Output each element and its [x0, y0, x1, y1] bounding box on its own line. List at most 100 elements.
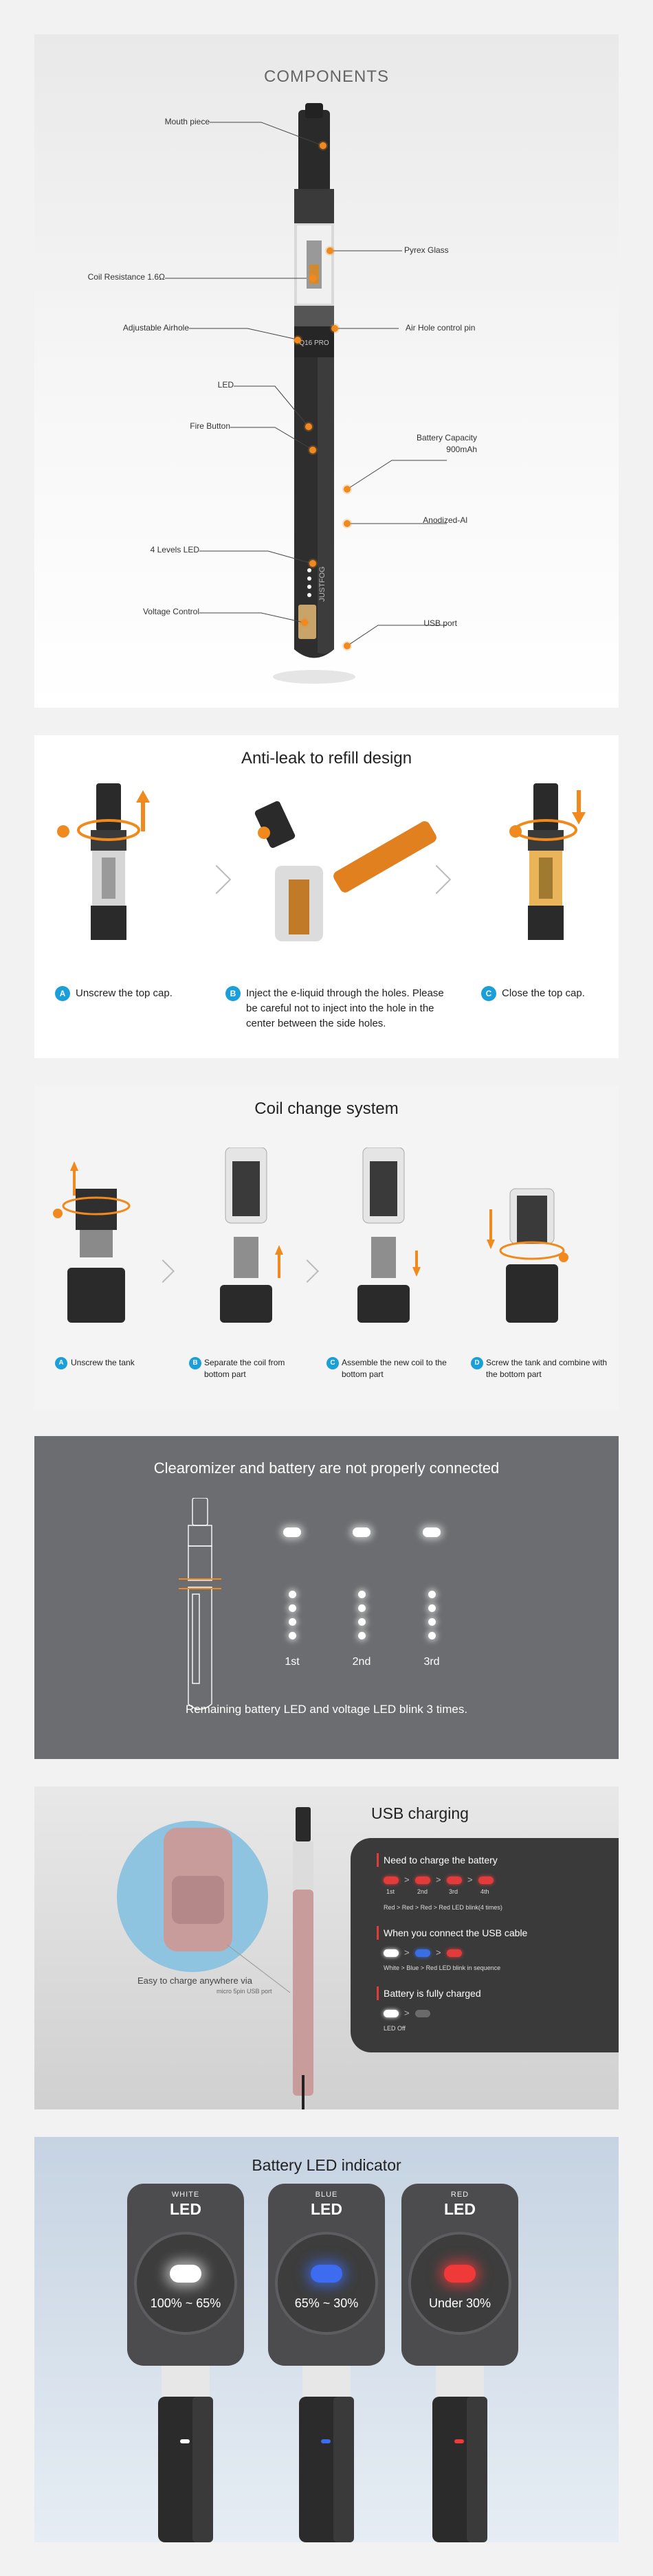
led-label: LED: [170, 2200, 201, 2218]
led-glow-blue: [311, 2265, 342, 2283]
need-seq: Red > Red > Red > Red LED blink(4 times): [384, 1904, 502, 1911]
coil-illustration: [53, 1147, 568, 1323]
step-text: Screw the tank and combine with the bott…: [486, 1358, 608, 1379]
antileak-illustration: [57, 783, 586, 941]
column-label-1st: 1st: [285, 1656, 300, 1668]
step-badge: A: [55, 1357, 67, 1369]
led-top-1st: [283, 1527, 301, 1537]
device-illustration: Q16 PRO JUSTFOG: [165, 103, 447, 684]
led-col3-1: [428, 1591, 436, 1598]
antileak-step-a: A Unscrew the top cap.: [55, 986, 213, 1001]
usb-illustration: [117, 1807, 313, 2109]
step-badge: B: [189, 1357, 201, 1369]
led-range: Under 30%: [428, 2296, 491, 2310]
label-battery-capacity-2: 900mAh: [446, 445, 477, 454]
red-led-3: [447, 1877, 462, 1884]
connect-title: When you connect the USB cable: [384, 1927, 528, 1938]
led-col2-1: [358, 1591, 366, 1598]
label-fire-button: Fire Button: [190, 421, 230, 431]
dot-airhole: [294, 337, 301, 344]
step-text: Unscrew the top cap.: [76, 987, 173, 999]
led-label: LED: [311, 2200, 342, 2218]
led-top-3rd: [423, 1527, 441, 1537]
led-range: 65% ~ 30%: [294, 2296, 359, 2310]
model-mark: Q16 PRO: [299, 339, 329, 347]
usb-section: USB charging Easy to charge anywhere via…: [34, 1787, 619, 2109]
led-circle: Under 30%: [408, 2232, 511, 2335]
off-led: [415, 2010, 430, 2017]
step-text: Close the top cap.: [502, 987, 585, 999]
blue-led: [415, 1949, 430, 1957]
dot-voltage: [301, 619, 308, 626]
label-adjustable-airhole: Adjustable Airhole: [122, 323, 189, 333]
led-col3-4: [428, 1632, 436, 1639]
need-step-3: 3rd: [449, 1888, 458, 1895]
led-col2-2: [358, 1604, 366, 1612]
label-anodized-al: Anodized-Al: [423, 515, 467, 525]
label-voltage-control: Voltage Control: [142, 607, 199, 616]
led-card-blue: BLUE LED 65% ~ 30%: [268, 2184, 385, 2366]
label-pyrex-glass: Pyrex Glass: [404, 245, 449, 255]
dot-coil: [309, 275, 316, 282]
red-led-4: [478, 1877, 494, 1884]
step-badge: C: [326, 1357, 339, 1369]
led-card-white: WHITE LED 100% ~ 65%: [127, 2184, 244, 2366]
antileak-title: Anti-leak to refill design: [241, 749, 412, 768]
dot-fire-button: [309, 447, 316, 453]
antileak-step-c: C Close the top cap.: [481, 986, 619, 1001]
led-col1-1: [289, 1591, 296, 1598]
led-col1-4: [289, 1632, 296, 1639]
led-col2-4: [358, 1632, 366, 1639]
usb-status-card: Need to charge the battery > > > 1st 2nd…: [351, 1838, 619, 2052]
dot-anodized: [344, 520, 351, 527]
need-step-2: 2nd: [417, 1888, 428, 1895]
device-outline-illustration: [179, 1498, 221, 1710]
full-title: Battery is fully charged: [384, 1988, 481, 1999]
led-glow-red: [444, 2265, 476, 2283]
battery-led-title: Battery LED indicator: [252, 2156, 401, 2174]
led-col3-3: [428, 1618, 436, 1626]
need-charge-title: Need to charge the battery: [384, 1855, 498, 1866]
arrow-right-icon: >: [467, 1874, 473, 1885]
connection-caption: Remaining battery LED and voltage LED bl…: [185, 1703, 468, 1716]
step-text: Unscrew the tank: [71, 1358, 135, 1367]
need-step-1: 1st: [386, 1888, 395, 1895]
accent-bar: [377, 1926, 379, 1940]
dot-air-pin: [331, 325, 338, 332]
led-col2-3: [358, 1618, 366, 1626]
step-text: Inject the e-liquid through the holes. P…: [246, 987, 444, 1029]
label-battery-capacity-1: Battery Capacity: [416, 433, 477, 443]
step-badge: A: [55, 986, 70, 1001]
label-coil-resistance: Coil Resistance 1.6Ω: [87, 272, 165, 282]
led-circle: 65% ~ 30%: [275, 2232, 378, 2335]
need-step-4: 4th: [480, 1888, 489, 1895]
dot-battery: [344, 486, 351, 493]
led-glow-white: [170, 2265, 201, 2283]
dot-usb: [344, 642, 351, 649]
step-badge: D: [471, 1357, 483, 1369]
led-label: LED: [444, 2200, 476, 2218]
usb-side-subtext: micro 5pin USB port: [217, 1988, 272, 1995]
label-led: LED: [217, 380, 234, 390]
dot-levels-led: [309, 560, 316, 567]
label-mouth-piece: Mouth piece: [164, 117, 210, 126]
red-led-1: [384, 1877, 399, 1884]
components-section: COMPONENTS Q16 PRO: [34, 34, 619, 708]
step-badge: C: [481, 986, 496, 1001]
red-led: [447, 1949, 462, 1957]
full-off-label: LED Off: [384, 2025, 406, 2032]
led-circle: 100% ~ 65%: [134, 2232, 237, 2335]
white-led: [384, 1949, 399, 1957]
led-col3-2: [428, 1604, 436, 1612]
led-range: 100% ~ 65%: [150, 2296, 221, 2310]
coil-title: Coil change system: [254, 1099, 399, 1118]
accent-bar: [377, 1853, 379, 1867]
components-title: COMPONENTS: [263, 67, 389, 86]
arrow-right-icon: >: [404, 2008, 410, 2018]
white-led: [384, 2010, 399, 2017]
